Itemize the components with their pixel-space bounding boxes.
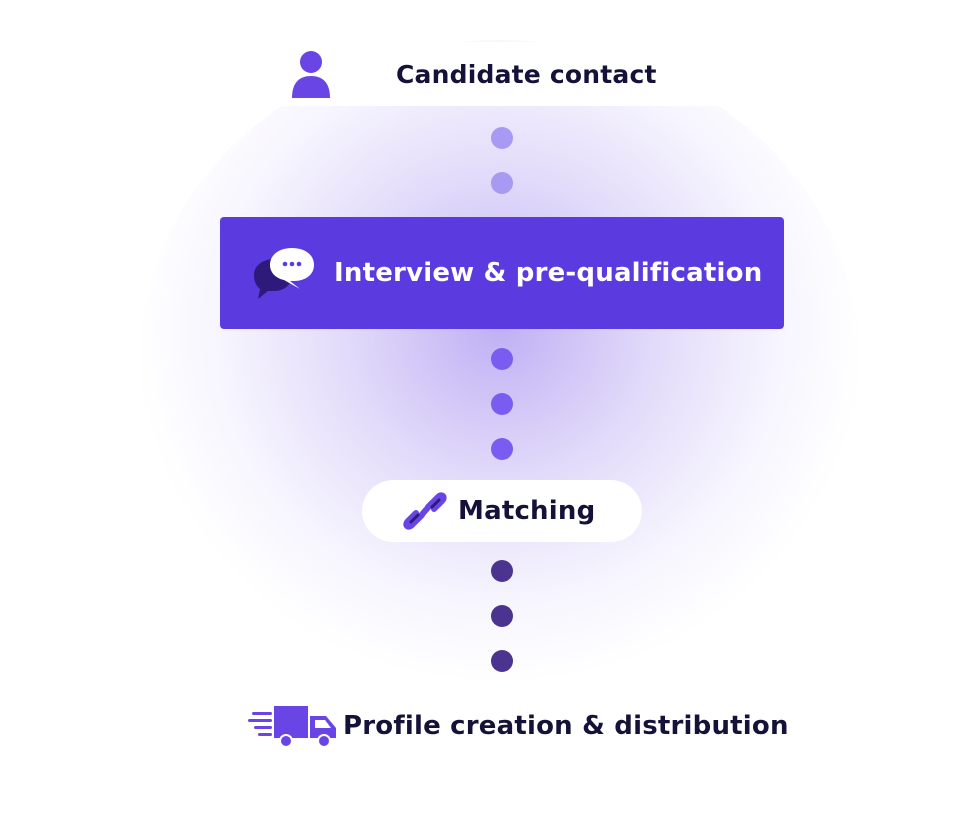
step-label: Matching [458, 496, 596, 526]
person-icon [292, 51, 330, 98]
delivery-truck-icon [248, 706, 336, 748]
step-label: Candidate contact [396, 59, 657, 89]
connector-dot [491, 560, 513, 582]
link-icon [403, 492, 447, 530]
connector-dot [491, 127, 513, 149]
connector-dot [491, 605, 513, 627]
connector-dot [491, 172, 513, 194]
step-profile-creation-distribution: Profile creation & distribution [246, 700, 788, 752]
connector-dot [491, 438, 513, 460]
step-interview-prequalification: Interview & pre-qualification [220, 217, 784, 329]
step-label: Profile creation & distribution [343, 711, 789, 741]
chat-bubbles-icon [254, 248, 314, 299]
step-label: Interview & pre-qualification [334, 258, 763, 288]
connector-dot [491, 348, 513, 370]
connector-dot [491, 393, 513, 415]
step-candidate-contact: Candidate contact [256, 42, 748, 106]
step-matching: Matching [362, 480, 642, 542]
connector-dot [491, 650, 513, 672]
